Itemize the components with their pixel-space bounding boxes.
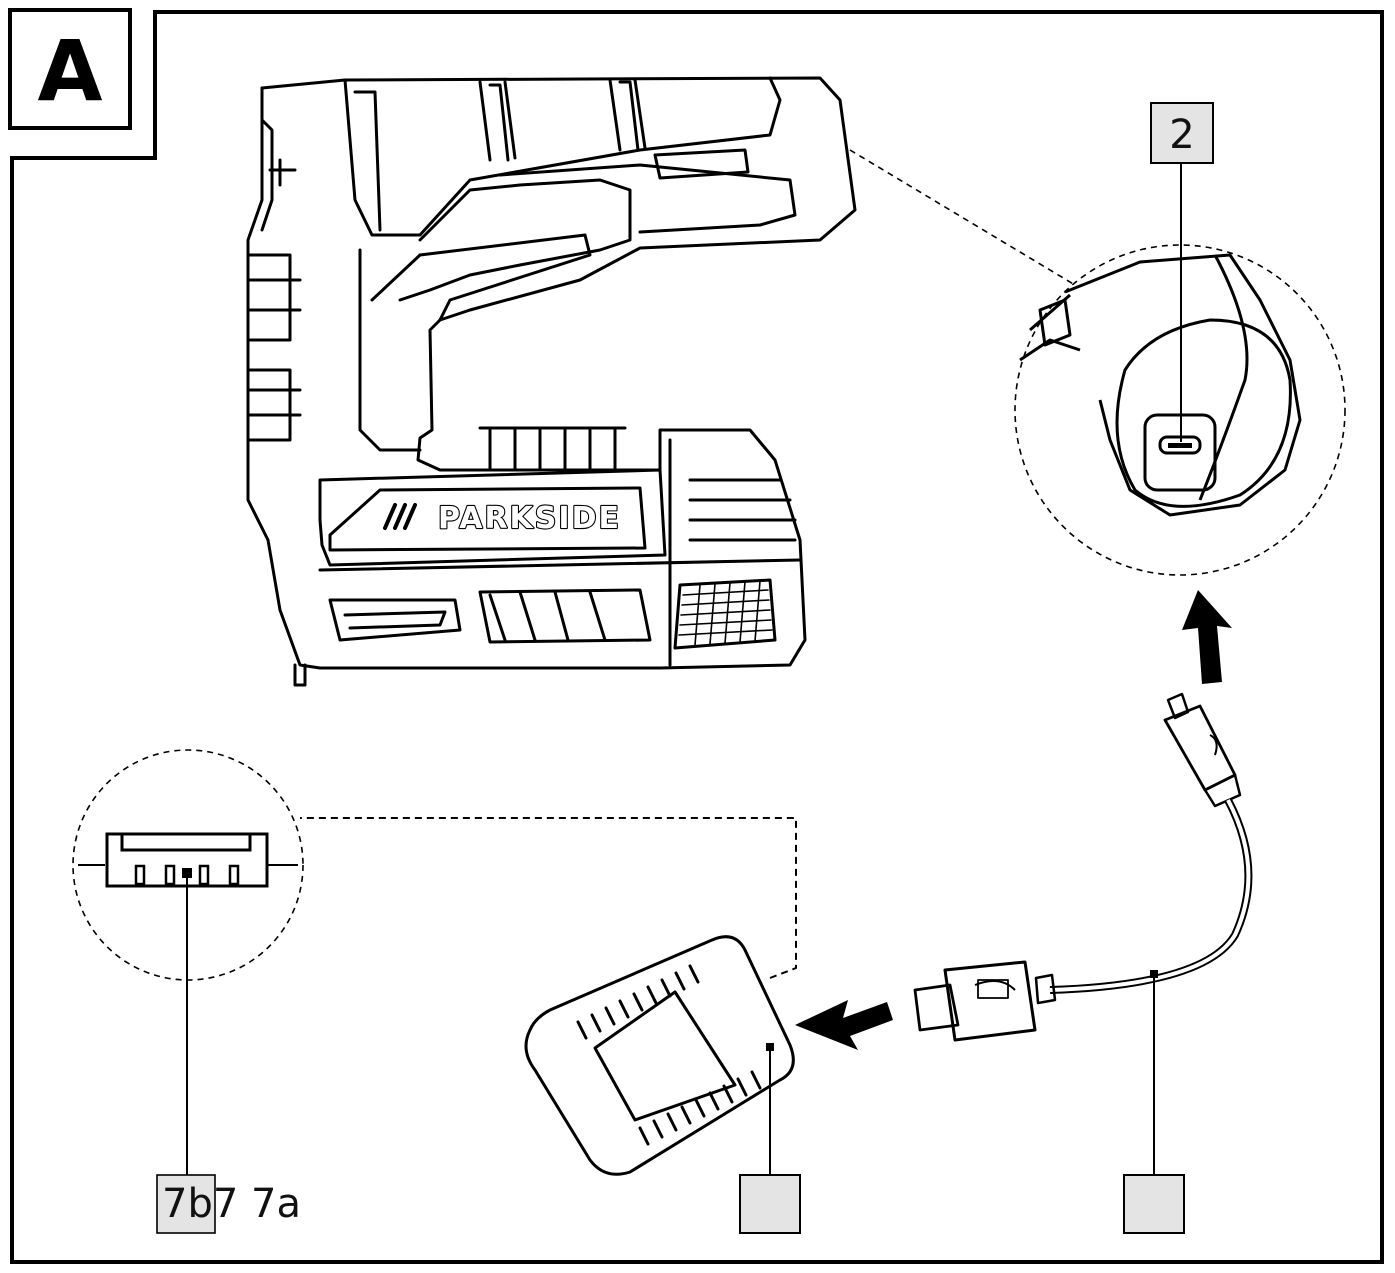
- insert-left-arrow-icon: [795, 1000, 893, 1050]
- usb-cable-illustration: [913, 692, 1253, 1042]
- zoom-leader-line-bottom: [300, 817, 797, 979]
- brand-label: PARKSIDE: [438, 501, 621, 536]
- callout-label-2: 2: [1169, 112, 1194, 158]
- power-tool-illustration: PARKSIDE: [246, 76, 857, 687]
- callout-contacts: 7b7 7a: [156, 878, 301, 1234]
- insert-up-arrow-icon: [1182, 590, 1232, 684]
- panel-label-box: A: [8, 8, 132, 130]
- zoom-leader-line-top: [849, 149, 1076, 286]
- outer-frame: [10, 10, 1384, 1264]
- callout-cable: [1123, 970, 1185, 1234]
- callout-label-7b-7a: 7b7 7a: [162, 1181, 301, 1227]
- callout-charger: [739, 1043, 801, 1234]
- usb-c-port-detail: [1014, 244, 1346, 576]
- panel-letter: A: [37, 22, 102, 120]
- callout-usb-c-port: 2: [1150, 102, 1214, 442]
- charger-illustration: [524, 935, 795, 1176]
